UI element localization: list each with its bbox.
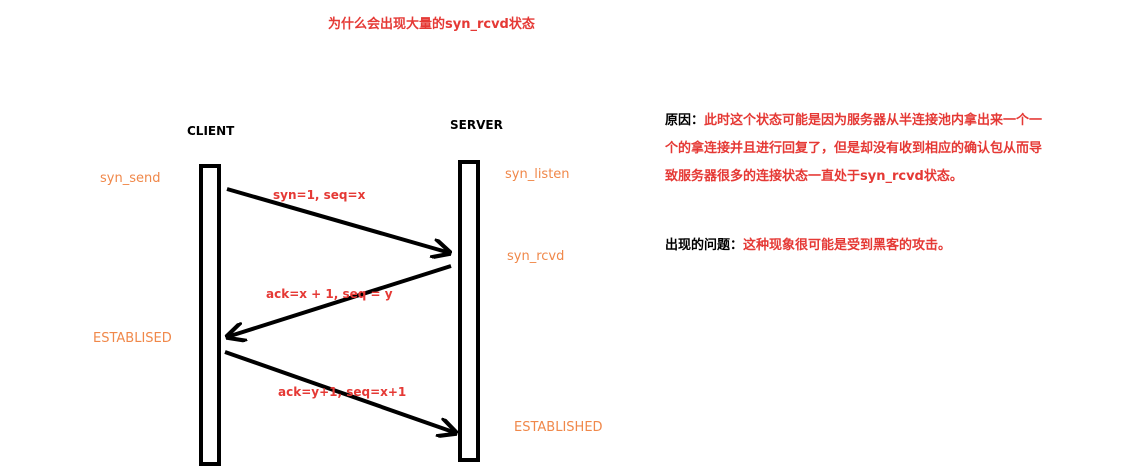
server-lifeline bbox=[458, 160, 480, 462]
problem-text: 这种现象很可能是受到黑客的攻击。 bbox=[743, 238, 952, 253]
client-state-established: ESTABLISED bbox=[93, 331, 172, 346]
syn-ack-message-label: ack=x + 1, seq = y bbox=[266, 287, 393, 301]
client-label: CLIENT bbox=[187, 124, 235, 138]
syn-arrow bbox=[226, 187, 450, 253]
reason-label: 原因： bbox=[665, 113, 705, 128]
reason-note: 原因：此时这个状态可能是因为服务器从半连接池内拿出来一个一个的拿连接并且进行回复… bbox=[665, 107, 1045, 191]
reason-text: 此时这个状态可能是因为服务器从半连接池内拿出来一个一个的拿连接并且进行回复了，但… bbox=[665, 113, 1043, 184]
problem-label: 出现的问题： bbox=[665, 238, 744, 253]
server-state-syn-listen: syn_listen bbox=[505, 167, 570, 182]
ack-arrow bbox=[224, 350, 456, 433]
server-label: SERVER bbox=[450, 118, 503, 132]
server-state-established: ESTABLISHED bbox=[514, 420, 603, 435]
syn-ack-arrow bbox=[227, 264, 452, 337]
page-title: 为什么会出现大量的syn_rcvd状态 bbox=[328, 17, 535, 32]
client-state-syn-send: syn_send bbox=[100, 171, 161, 186]
problem-note: 出现的问题：这种现象很可能是受到黑客的攻击。 bbox=[665, 232, 1045, 260]
ack-message-label: ack=y+1, seq=x+1 bbox=[278, 385, 407, 399]
syn-message-label: syn=1, seq=x bbox=[273, 188, 366, 202]
server-state-syn-rcvd: syn_rcvd bbox=[507, 249, 565, 264]
client-lifeline bbox=[199, 164, 221, 466]
